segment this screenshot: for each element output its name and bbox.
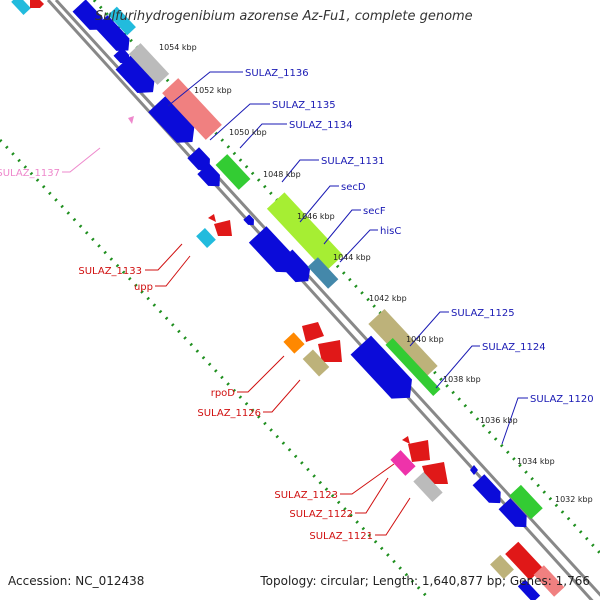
gene-arrow[interactable] [472, 474, 507, 508]
gene-block-pink[interactable] [162, 78, 222, 140]
gene-block-pink-end[interactable] [533, 565, 565, 597]
gene-block-cyan-2[interactable] [196, 228, 216, 248]
gene-block-cyan[interactable] [108, 6, 136, 36]
gene-block-cyan[interactable] [11, 0, 31, 15]
gene-label-SULAZ_1126[interactable]: SULAZ_1126 [197, 408, 261, 419]
gene-arrow-red[interactable] [302, 322, 324, 342]
gene-block-red-end[interactable] [505, 541, 543, 581]
gene-block-tan-3[interactable] [490, 554, 514, 580]
gene-label-upp[interactable]: upp [134, 282, 153, 293]
outer-dotted-ring [92, 0, 600, 555]
gene-block-green[interactable] [215, 154, 251, 190]
gene-block-blue-end[interactable] [517, 579, 541, 600]
gene-block-orange[interactable] [283, 332, 305, 354]
gene-arrow[interactable] [243, 214, 256, 228]
tick-label: 1054 kbp [159, 43, 197, 52]
gene-label-SULAZ_1124[interactable]: SULAZ_1124 [482, 342, 546, 353]
gene-label-secF[interactable]: secF [363, 206, 386, 217]
gene-arrow-red[interactable] [408, 440, 430, 462]
gene-label-SULAZ_1122[interactable]: SULAZ_1122 [289, 509, 353, 520]
map-title: Sulfurihydrogenibium azorense Az-Fu1, co… [95, 9, 473, 24]
tick-label: 1048 kbp [263, 170, 301, 179]
gene-arrow[interactable] [277, 249, 316, 288]
gene-label-SULAZ_1125[interactable]: SULAZ_1125 [451, 308, 515, 319]
gene-label-SULAZ_1123[interactable]: SULAZ_1123 [274, 490, 338, 501]
outer-gene-labels: SULAZ_1136 SULAZ_1135 SULAZ_1134 SULAZ_1… [245, 68, 594, 405]
gene-label-SULAZ_1121[interactable]: SULAZ_1121 [309, 531, 373, 542]
gene-block-green-3[interactable] [509, 484, 543, 520]
gene-arrow[interactable] [470, 465, 478, 475]
gene-arrow-red[interactable] [208, 214, 216, 222]
tick-label: 1046 kbp [297, 212, 335, 221]
gene-arrow-red[interactable] [214, 220, 232, 236]
topology-text: Topology: circular; Length: 1,640,877 bp… [260, 574, 590, 588]
gene-arrow[interactable] [498, 498, 533, 532]
gene-label-SULAZ_1136[interactable]: SULAZ_1136 [245, 68, 309, 79]
gene-label-SULAZ_1133[interactable]: SULAZ_1133 [78, 266, 142, 277]
gene-arrow[interactable] [115, 53, 162, 100]
gene-label-secD[interactable]: secD [341, 182, 366, 193]
leader-lines [62, 71, 528, 536]
gene-block-pink-arrow[interactable] [128, 116, 134, 124]
tick-label: 1032 kbp [555, 495, 593, 504]
gene-block-steel[interactable] [307, 257, 339, 289]
inner-strand-genes [11, 0, 565, 600]
gene-arrow[interactable] [187, 147, 215, 175]
tick-labels: 1054 kbp 1052 kbp 1050 kbp 1048 kbp 1046… [159, 43, 593, 504]
gene-arrow[interactable] [72, 0, 109, 36]
gene-label-hisC[interactable]: hisC [380, 226, 401, 237]
gene-label-SULAZ_1134[interactable]: SULAZ_1134 [289, 120, 353, 131]
gene-block-lightgreen[interactable] [266, 192, 344, 272]
gene-label-SULAZ_1131[interactable]: SULAZ_1131 [321, 156, 385, 167]
gene-arrow-red[interactable] [30, 0, 44, 8]
outer-strand-genes [72, 0, 533, 532]
gene-label-SULAZ_1135[interactable]: SULAZ_1135 [272, 100, 336, 111]
gene-arrow[interactable] [113, 47, 134, 68]
gene-block-tan[interactable] [368, 308, 438, 382]
gene-label-rpoD[interactable]: rpoD [211, 388, 236, 399]
gene-arrow[interactable] [148, 95, 201, 150]
gene-arrow-red[interactable] [318, 340, 342, 362]
gene-block-grey-2[interactable] [413, 471, 443, 503]
gene-block-green-2[interactable] [385, 337, 441, 397]
tick-label: 1036 kbp [480, 416, 518, 425]
tick-label: 1052 kbp [194, 86, 232, 95]
tick-label: 1042 kbp [369, 294, 407, 303]
gene-arrow[interactable] [94, 15, 135, 57]
gene-label-SULAZ_1137[interactable]: SULAZ_1137 [0, 168, 60, 179]
tick-label: 1044 kbp [333, 253, 371, 262]
gene-block-tan-2[interactable] [302, 349, 330, 377]
tick-label: 1040 kbp [406, 335, 444, 344]
gene-block-magenta[interactable] [390, 450, 416, 476]
gene-label-SULAZ_1120[interactable]: SULAZ_1120 [530, 394, 594, 405]
gene-block-grey[interactable] [128, 43, 170, 85]
tick-label: 1034 kbp [517, 457, 555, 466]
outer-strand-colored-genes [108, 6, 543, 520]
gene-arrow[interactable] [197, 163, 225, 191]
accession-text: Accession: NC_012438 [8, 574, 145, 588]
gene-arrow[interactable] [350, 335, 421, 408]
tick-label: 1038 kbp [443, 375, 481, 384]
tick-label: 1050 kbp [229, 128, 267, 137]
gene-arrow-red[interactable] [402, 436, 410, 444]
inner-gene-labels: SULAZ_1137 SULAZ_1133 upp rpoD SULAZ_112… [0, 168, 373, 542]
